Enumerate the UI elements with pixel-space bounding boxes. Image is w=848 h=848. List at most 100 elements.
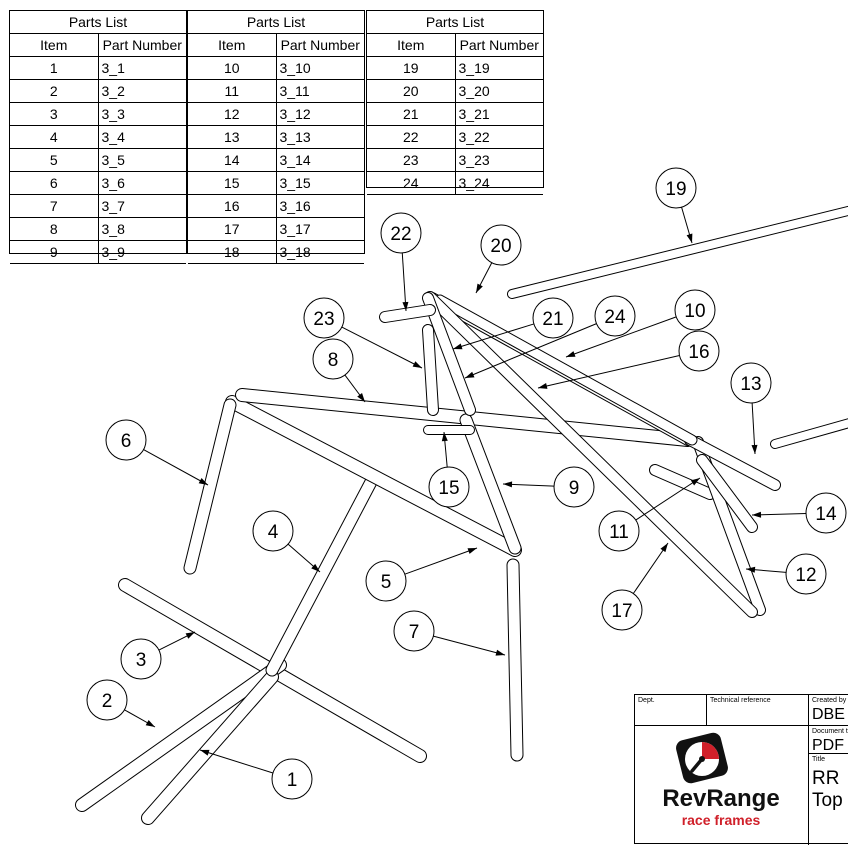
balloon-21: 21 [532,297,574,339]
balloon-circle [312,338,354,380]
tube-18-stub [770,418,848,449]
title-cell: Title RR Top [809,754,848,845]
leader-line-1 [199,749,274,774]
balloon-label: 7 [409,622,420,643]
balloon-11: 11 [598,510,640,552]
balloon-label: 1 [287,770,298,791]
tube-20 [422,292,476,416]
leader-arrowhead [752,511,762,518]
item-cell: 5 [10,148,99,172]
revrange-logo: RevRange race frames [662,732,780,828]
created-by-caption: Created by [812,697,847,704]
balloon-circle [303,297,345,339]
balloon-16: 16 [678,330,720,372]
technical-reference-cell: Technical reference [707,695,809,726]
item-cell: 16 [188,194,277,218]
balloon-label: 14 [815,504,837,525]
created-by-cell: Created by DBE [809,695,848,726]
item-cell: 21 [367,102,456,126]
item-cell: 14 [188,148,277,172]
logo-wordmark: RevRange [662,785,779,812]
balloon-label: 21 [542,309,563,330]
part-number-cell: 3_19 [454,56,543,80]
item-cell: 3 [10,102,99,126]
balloon-15: 15 [428,466,470,508]
tube-frame [75,205,848,825]
balloon-circle [730,362,772,404]
balloon-circle [86,679,128,721]
balloon-label: 24 [604,307,626,328]
item-cell: 8 [10,217,99,241]
leader-arrowhead [185,632,195,639]
leader-line-22 [401,252,407,312]
part-number-cell: 3_2 [97,79,186,103]
leader-arrowhead [538,383,548,389]
balloon-label: 9 [569,478,580,499]
leader-arrowhead [412,361,422,368]
balloon-label: 15 [438,478,459,499]
part-number-cell: 3_14 [275,148,364,172]
item-cell: 24 [367,171,456,195]
balloon-6: 6 [105,419,147,461]
balloon-circle [120,638,162,680]
balloon-19: 19 [655,167,697,209]
balloon-circle [678,330,720,372]
leader-line-17 [632,542,669,594]
balloon-label: 22 [390,224,411,245]
leader-line-5 [404,547,478,575]
balloon-label: 4 [268,522,279,543]
balloon-circle [785,553,827,595]
item-cell: 1 [10,56,99,80]
balloon-10: 10 [674,289,716,331]
part-number-cell: 3_12 [275,102,364,126]
parts-list-title: Parts List [10,11,186,34]
balloon-label: 10 [684,301,705,322]
balloon-circle [252,510,294,552]
item-cell: 23 [367,148,456,172]
leader-arrowhead [453,343,463,350]
balloon-14: 14 [805,492,847,534]
part-number-cell: 3_21 [454,102,543,126]
balloon-circle [365,560,407,602]
column-header-part-number: Part Number [97,33,186,57]
parts-list-title: Parts List [367,11,543,34]
leader-arrowhead [495,649,505,656]
part-number-cell: 3_23 [454,148,543,172]
tube-22 [379,304,436,323]
part-number-cell: 3_10 [275,56,364,80]
title-line-1: RR [812,768,840,789]
logo-tagline: race frames [682,812,761,828]
leader-arrowhead [660,543,668,553]
leader-line-6 [143,449,209,486]
balloon-circle [271,758,313,800]
leader-arrowhead [198,478,208,485]
item-cell: 13 [188,125,277,149]
dept-cell: Dept. [635,695,707,726]
balloon-circle [380,212,422,254]
tube-4 [265,473,379,677]
created-by-value: DBE [812,706,845,723]
leader-arrowhead [402,301,409,311]
part-number-cell: 3_17 [275,217,364,241]
part-number-cell: 3_20 [454,79,543,103]
tachometer-icon [676,732,728,784]
item-cell: 4 [10,125,99,149]
part-number-cell: 3_15 [275,171,364,195]
column-header-item: Item [367,33,456,57]
part-number-cell: 3_18 [275,240,364,264]
balloon-circle [428,466,470,508]
item-cell: 19 [367,56,456,80]
balloon-label: 16 [688,342,709,363]
title-block: Dept. Technical reference Created by DBE… [634,694,848,845]
leader-arrowhead [476,283,483,293]
item-cell: 11 [188,79,277,103]
part-number-cell: 3_3 [97,102,186,126]
balloon-label: 20 [490,236,511,257]
balloon-circle [480,224,522,266]
technical-reference-caption: Technical reference [710,697,771,704]
leader-line-23 [341,326,423,369]
part-number-cell: 3_6 [97,171,186,195]
